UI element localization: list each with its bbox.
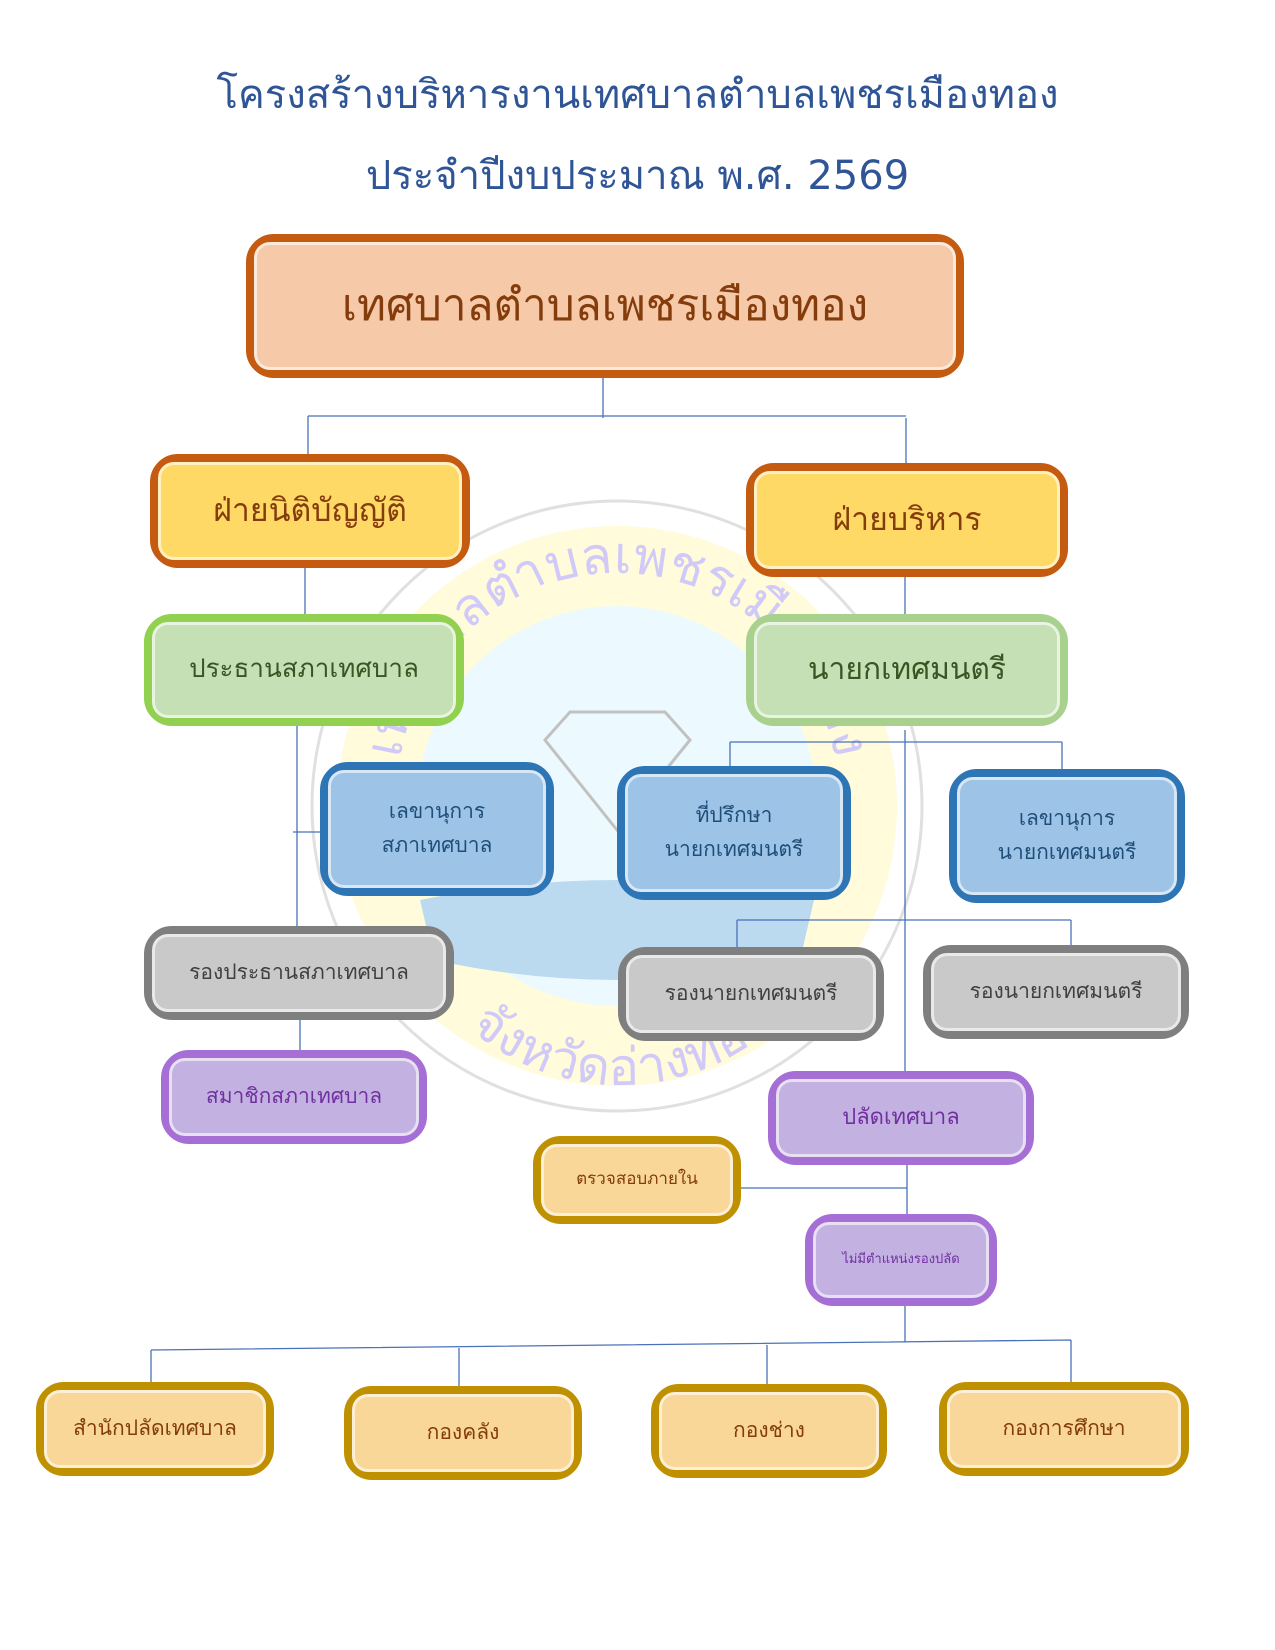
node-label: กองการศึกษา [1002, 1416, 1126, 1441]
node-label: ไม่มีตำแหน่งรองปลัด [842, 1251, 960, 1267]
node-label: รองนายกเทศมนตรี [664, 981, 838, 1006]
node-label: รองประธานสภาเทศบาล [189, 960, 409, 985]
node-label-line1: ที่ปรึกษา [695, 803, 773, 828]
node-mayor-secretary: เลขานุการนายกเทศมนตรี [949, 769, 1185, 903]
node-mayor: นายกเทศมนตรี [746, 614, 1068, 726]
node-council-president: ประธานสภาเทศบาล [144, 614, 464, 726]
node-label: เทศบาลตำบลเพชรเมืองทอง [341, 279, 869, 331]
node-department: สำนักปลัดเทศบาล [36, 1382, 274, 1476]
node-deputy-mayor-2: รองนายกเทศมนตรี [923, 945, 1189, 1039]
page-title: โครงสร้างบริหารงานเทศบาลตำบลเพชรเมืองทอง [216, 72, 1059, 118]
node-label: ฝ่ายบริหาร [832, 500, 982, 539]
node-label-line2: นายกเทศมนตรี [664, 837, 804, 861]
node-mayor-advisor: ที่ปรึกษานายกเทศมนตรี [617, 766, 851, 900]
node-municipal-clerk: ปลัดเทศบาล [768, 1071, 1034, 1165]
node-label: กองคลัง [426, 1420, 500, 1445]
node-label: ตรวจสอบภายใน [576, 1169, 698, 1190]
node-label-line2: นายกเทศมนตรี [997, 840, 1137, 864]
node-label: กองช่าง [733, 1418, 805, 1443]
node-label: สำนักปลัดเทศบาล [73, 1416, 237, 1441]
node-department: กองคลัง [344, 1386, 582, 1480]
node-department: กองการศึกษา [939, 1382, 1189, 1476]
node-root: เทศบาลตำบลเพชรเมืองทอง [246, 234, 964, 378]
node-legislative: ฝ่ายนิติบัญญัติ [150, 454, 470, 568]
node-label-line1: เลขานุการ [1018, 806, 1116, 831]
node-label: รองนายกเทศมนตรี [969, 979, 1143, 1004]
node-internal-audit: ตรวจสอบภายใน [533, 1136, 741, 1224]
node-label-line2: สภาเทศบาล [381, 833, 493, 857]
node-executive: ฝ่ายบริหาร [746, 463, 1068, 577]
node-label: ประธานสภาเทศบาล [189, 654, 419, 685]
node-council-vice-president: รองประธานสภาเทศบาล [144, 926, 454, 1020]
node-council-secretary: เลขานุการสภาเทศบาล [320, 762, 554, 896]
node-label: ฝ่ายนิติบัญญัติ [213, 491, 407, 530]
node-label-line1: เลขานุการ [388, 799, 486, 824]
page-subtitle: ประจำปีงบประมาณ พ.ศ. 2569 [365, 153, 910, 199]
node-deputy-clerk: ไม่มีตำแหน่งรองปลัด [805, 1214, 997, 1306]
node-label: ปลัดเทศบาล [842, 1105, 960, 1131]
node-department: กองช่าง [651, 1384, 887, 1478]
node-label: สมาชิกสภาเทศบาล [205, 1084, 383, 1109]
node-deputy-mayor-1: รองนายกเทศมนตรี [618, 947, 884, 1041]
node-council-members: สมาชิกสภาเทศบาล [161, 1050, 427, 1144]
node-label: นายกเทศมนตรี [807, 652, 1007, 687]
